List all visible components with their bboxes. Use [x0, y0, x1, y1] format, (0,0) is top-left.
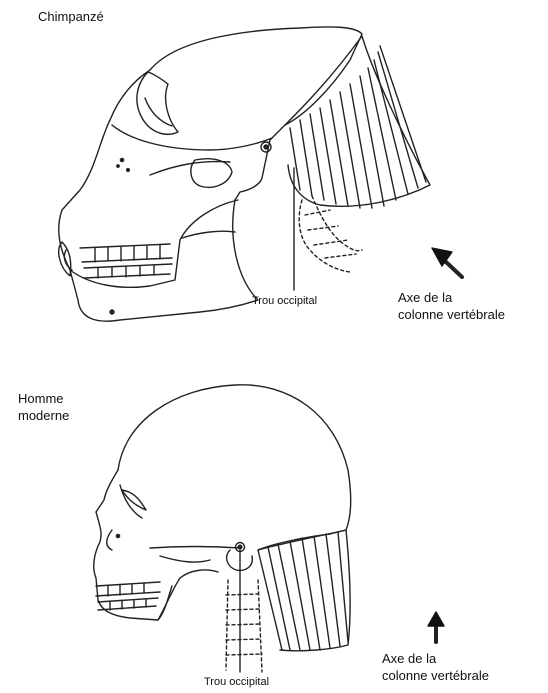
- chimpanzee-foramen-label: Trou occipital: [252, 293, 317, 310]
- human-foramen-label: Trou occipital: [204, 674, 269, 691]
- human-skull-drawing: [0, 350, 548, 693]
- chimpanzee-spine-axis-label: Axe de la colonne vertébrale: [398, 289, 505, 323]
- chimpanzee-panel: Chimpanzé Trou occipital Axe de la colon…: [0, 0, 548, 350]
- human-panel: Homme moderne Trou occipital Axe de la c…: [0, 350, 548, 693]
- chimpanzee-title: Chimpanzé: [38, 8, 104, 25]
- human-spine-axis-label: Axe de la colonne vertébrale: [382, 650, 489, 684]
- human-title: Homme moderne: [18, 390, 69, 424]
